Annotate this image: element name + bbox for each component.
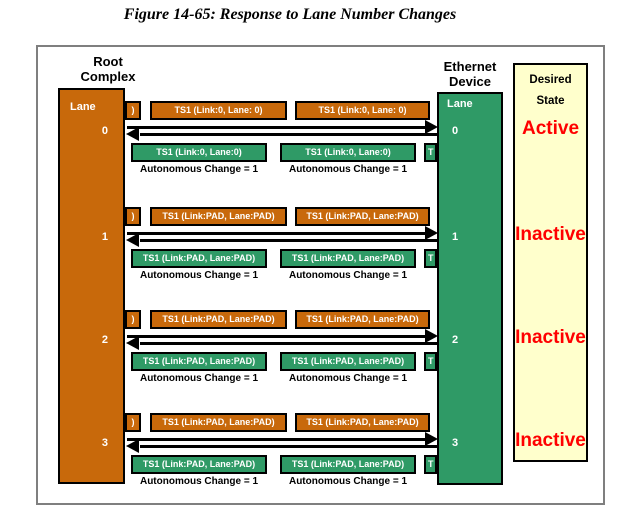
ts1-box-downstream-partial: T	[424, 249, 437, 268]
ts1-box-downstream: TS1 (Link:PAD, Lane:PAD)	[280, 352, 416, 371]
arrowhead-left-icon	[126, 439, 139, 453]
ethernet-device-bar	[437, 92, 503, 485]
ts1-label: TS1 (Link:0, Lane:0)	[305, 147, 391, 157]
ts1-box-upstream-partial: )	[125, 101, 141, 120]
device-lane-label: Lane	[447, 98, 473, 110]
arrow-to-root	[140, 239, 437, 242]
ts1-box-upstream-partial: )	[125, 310, 141, 329]
autonomous-change-label: Autonomous Change = 1	[288, 476, 408, 487]
ts1-box-downstream-partial: T	[424, 455, 437, 474]
lane-number-root: 1	[101, 231, 108, 243]
arrowhead-right-icon	[425, 120, 438, 134]
ts1-label: TS1 (Link:PAD, Lane:PAD)	[306, 417, 419, 427]
arrowhead-right-icon	[425, 226, 438, 240]
root-complex-header-line2: Complex	[80, 69, 136, 84]
ts1-box-downstream: TS1 (Link:PAD, Lane:PAD)	[131, 455, 267, 474]
ts1-box-downstream: TS1 (Link:0, Lane:0)	[280, 143, 416, 162]
arrow-to-root	[140, 133, 437, 136]
arrowhead-right-icon	[425, 329, 438, 343]
arrow-to-root	[140, 445, 437, 448]
lane-number-root: 2	[101, 334, 108, 346]
arrowhead-left-icon	[126, 127, 139, 141]
ts1-box-downstream: TS1 (Link:PAD, Lane:PAD)	[280, 455, 416, 474]
desired-state-value: Inactive	[515, 430, 586, 451]
lane-number-root: 3	[101, 437, 108, 449]
ts1-label: )	[131, 211, 135, 221]
lane-number-device: 1	[452, 231, 459, 243]
ts1-box-upstream: TS1 (Link:PAD, Lane:PAD)	[150, 207, 287, 226]
lane-number-root: 0	[101, 125, 108, 137]
ts1-box-downstream: TS1 (Link:0, Lane:0)	[131, 143, 267, 162]
ts1-box-downstream: TS1 (Link:PAD, Lane:PAD)	[131, 352, 267, 371]
ethernet-device-header-line1: Ethernet	[443, 59, 497, 74]
ts1-label: TS1 (Link:PAD, Lane:PAD)	[142, 356, 256, 366]
ts1-label: )	[131, 314, 135, 324]
arrow-to-device	[127, 126, 426, 129]
arrowhead-right-icon	[425, 432, 438, 446]
desired-state-box	[513, 63, 588, 462]
ts1-label: TS1 (Link:PAD, Lane:PAD)	[291, 356, 405, 366]
ts1-label: TS1 (Link:0, Lane: 0)	[318, 105, 407, 115]
autonomous-change-label: Autonomous Change = 1	[139, 164, 259, 175]
arrowhead-left-icon	[126, 233, 139, 247]
ethernet-device-header-line2: Device	[449, 74, 491, 89]
desired-state-value: Active	[521, 118, 580, 139]
ts1-label: TS1 (Link:PAD, Lane:PAD)	[291, 253, 405, 263]
ts1-box-upstream: TS1 (Link:0, Lane: 0)	[150, 101, 287, 120]
ts1-box-upstream: TS1 (Link:PAD, Lane:PAD)	[295, 310, 430, 329]
lane-number-device: 0	[452, 125, 459, 137]
lane-number-device: 2	[452, 334, 459, 346]
root-complex-bar	[58, 88, 125, 484]
lane-number-device: 3	[452, 437, 459, 449]
ts1-box-upstream: TS1 (Link:PAD, Lane:PAD)	[150, 310, 287, 329]
desired-state-header-line1: Desired	[529, 74, 572, 86]
ts1-label: T	[428, 253, 434, 263]
figure-title: Figure 14-65: Response to Lane Number Ch…	[123, 6, 457, 23]
ts1-box-upstream: TS1 (Link:0, Lane: 0)	[295, 101, 430, 120]
autonomous-change-label: Autonomous Change = 1	[288, 164, 408, 175]
ts1-label: TS1 (Link:PAD, Lane:PAD)	[162, 417, 275, 427]
ts1-box-downstream: TS1 (Link:PAD, Lane:PAD)	[280, 249, 416, 268]
autonomous-change-label: Autonomous Change = 1	[139, 270, 259, 281]
autonomous-change-label: Autonomous Change = 1	[288, 270, 408, 281]
ts1-label: )	[131, 105, 135, 115]
desired-state-header: Desired State	[513, 70, 588, 112]
ts1-box-downstream-partial: T	[424, 143, 437, 162]
ts1-box-upstream: TS1 (Link:PAD, Lane:PAD)	[295, 413, 430, 432]
ts1-label: TS1 (Link:PAD, Lane:PAD)	[306, 211, 419, 221]
root-complex-header-line1: Root	[93, 54, 123, 69]
root-lane-label: Lane	[70, 101, 96, 113]
ts1-label: )	[131, 417, 135, 427]
ts1-label: TS1 (Link:0, Lane: 0)	[174, 105, 263, 115]
arrow-to-root	[140, 342, 437, 345]
ts1-label: T	[428, 459, 434, 469]
ts1-box-upstream: TS1 (Link:PAD, Lane:PAD)	[295, 207, 430, 226]
desired-state-header-line2: State	[536, 95, 565, 107]
root-complex-header: Root Complex	[58, 54, 158, 84]
desired-state-value: Inactive	[515, 224, 586, 245]
ts1-box-downstream-partial: T	[424, 352, 437, 371]
desired-state-value: Inactive	[515, 327, 586, 348]
ts1-label: TS1 (Link:PAD, Lane:PAD)	[142, 459, 256, 469]
ts1-label: TS1 (Link:PAD, Lane:PAD)	[162, 314, 275, 324]
ts1-label: T	[428, 356, 434, 366]
ts1-box-upstream-partial: )	[125, 413, 141, 432]
arrow-to-device	[127, 232, 426, 235]
ethernet-device-header: Ethernet Device	[433, 59, 507, 89]
ts1-box-upstream: TS1 (Link:PAD, Lane:PAD)	[150, 413, 287, 432]
ts1-label: TS1 (Link:PAD, Lane:PAD)	[291, 459, 405, 469]
autonomous-change-label: Autonomous Change = 1	[139, 476, 259, 487]
arrowhead-left-icon	[126, 336, 139, 350]
ts1-label: TS1 (Link:PAD, Lane:PAD)	[162, 211, 275, 221]
ts1-label: TS1 (Link:PAD, Lane:PAD)	[306, 314, 419, 324]
ts1-label: TS1 (Link:0, Lane:0)	[156, 147, 242, 157]
autonomous-change-label: Autonomous Change = 1	[139, 373, 259, 384]
arrow-to-device	[127, 335, 426, 338]
autonomous-change-label: Autonomous Change = 1	[288, 373, 408, 384]
ts1-label: T	[428, 147, 434, 157]
ts1-box-downstream: TS1 (Link:PAD, Lane:PAD)	[131, 249, 267, 268]
ts1-box-upstream-partial: )	[125, 207, 141, 226]
arrow-to-device	[127, 438, 426, 441]
ts1-label: TS1 (Link:PAD, Lane:PAD)	[142, 253, 256, 263]
